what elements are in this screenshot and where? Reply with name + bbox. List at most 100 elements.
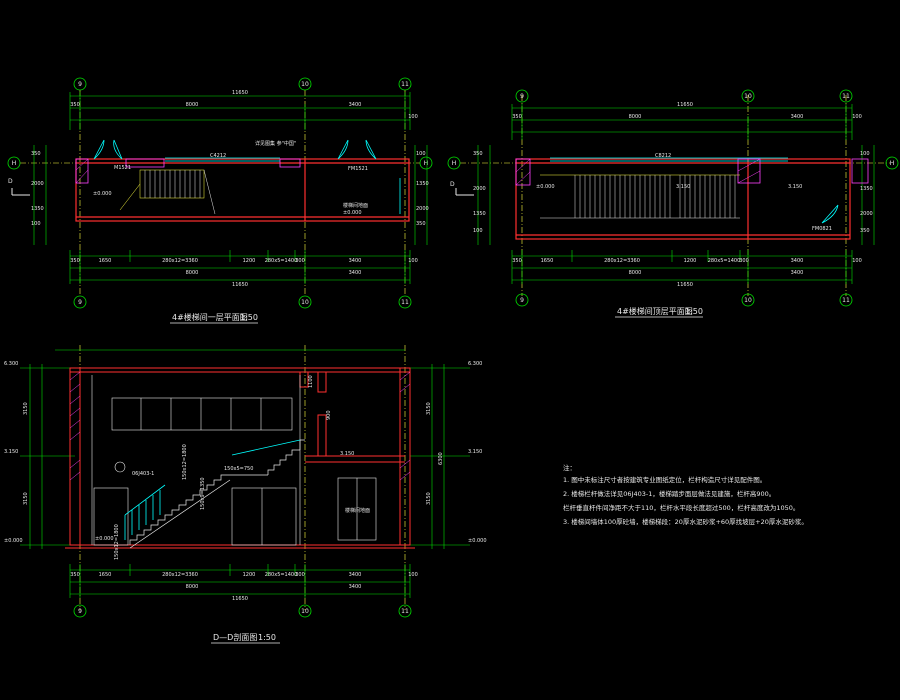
plan-ground-floor: 9 10 11 9 10 11 H H xyxy=(7,77,433,324)
plan2-section-cut xyxy=(455,188,474,196)
plan2-door xyxy=(821,204,839,224)
section-right-elev-1: 6.300 xyxy=(468,361,482,367)
plan2-bottom-detail-1: 350 xyxy=(512,258,522,264)
axis-bubble-11-bottom xyxy=(398,295,412,309)
plan2-window-label: C8212 xyxy=(655,153,671,159)
section-stair-profile xyxy=(129,439,305,549)
plan2-elev-3: 3.150 xyxy=(788,184,802,190)
plan2-top-sub-2: 3400 xyxy=(791,114,804,120)
section-hatch xyxy=(69,371,411,481)
section-dimension-lines xyxy=(20,349,470,598)
plan1-bottom-total: 11650 xyxy=(232,282,248,288)
section-bottom-sub-2: 3400 xyxy=(349,584,362,590)
plan1-left-dim-3: 1350 xyxy=(31,206,44,212)
plan1-window-glass xyxy=(165,157,401,214)
plan2-axis-label-11-bottom: 11 xyxy=(842,297,850,304)
plan2-axis-lines xyxy=(460,95,890,296)
axis-label-h-right: H xyxy=(424,160,429,167)
plan1-dimension-lines xyxy=(33,92,428,284)
plan1-bottom-detail-5: 280x5=1400 xyxy=(265,258,298,264)
plan2-left-dim-3: 1350 xyxy=(473,211,486,217)
section-right-elev-2: 3.150 xyxy=(468,449,482,455)
section-title: D—D剖面图 xyxy=(213,632,257,642)
plan2-bottom-detail-6: 300 xyxy=(739,258,749,264)
notes-line-4: 3. 楼梯间墙体100厚砼墙，楼梯梯段：20厚水泥砂浆+60厚找坡层+20厚水泥… xyxy=(563,517,808,526)
section-bottom-total: 11650 xyxy=(232,596,248,602)
axis-bubble-h-left xyxy=(7,156,21,170)
plan1-left-dim-2: 2000 xyxy=(31,181,44,187)
plan1-section-cut xyxy=(11,188,30,196)
section-step-3: 150x5=750 xyxy=(224,466,253,472)
plan1-note-callout: 详见图集 参"中国" xyxy=(255,140,296,147)
plan2-scale: 1:50 xyxy=(685,307,703,316)
plan2-right-dim-4: 350 xyxy=(860,228,870,234)
plan2-bottom-detail-8: 100 xyxy=(852,258,862,264)
section-room: 楼梯间地面 xyxy=(345,507,370,514)
section-left-elev-1: 6.300 xyxy=(4,361,18,367)
plan1-bottom-detail-4: 1200 xyxy=(243,258,256,264)
plan1-room: 楼梯间地面 xyxy=(343,202,368,209)
section-upper-window xyxy=(91,375,301,545)
section-bottom-detail-1: 350 xyxy=(70,572,80,578)
axis-bubble-9 xyxy=(73,77,87,91)
section-bottom-detail-4: 1200 xyxy=(243,572,256,578)
section-step-2: 150x9=1350 xyxy=(200,477,206,510)
notes-line-2: 2. 楼梯栏杆做法详见06J403-1，楼梯踏步面层做法见建施，栏杆高900。 xyxy=(563,489,775,498)
plan1-right-dim-4: 350 xyxy=(416,221,426,227)
plan1-section-mark: D xyxy=(8,178,13,185)
axis-label-9: 9 xyxy=(78,81,82,88)
section-bottom-detail-3: 280x12=3360 xyxy=(162,572,198,578)
plan2-axis-label-h-right: H xyxy=(890,160,895,167)
plan1-bottom-detail-6: 300 xyxy=(295,258,305,264)
section-left-dim-2: 3150 xyxy=(23,492,29,505)
plan2-left-dim-2: 2000 xyxy=(473,186,486,192)
section-right-dim-2: 6300 xyxy=(438,452,444,465)
plan2-top-detail-2: 100 xyxy=(852,114,862,120)
plan2-left-dim-4: 100 xyxy=(473,228,483,234)
section-bottom-detail-2: 1650 xyxy=(99,572,112,578)
plan2-title: 4#楼梯间顶层平面图 xyxy=(617,306,693,316)
section-right-dim-1: 3150 xyxy=(426,402,432,415)
section-left-dim-1: 3150 xyxy=(23,402,29,415)
axis-label-10-bottom: 10 xyxy=(301,299,309,306)
plan2-left-dim-1: 350 xyxy=(473,151,483,157)
axis-bubble-10-bottom xyxy=(298,295,312,309)
section-axis-label-11: 11 xyxy=(401,608,409,615)
section-bottom-detail-8: 100 xyxy=(408,572,418,578)
section-rail-ref: 06J403-1 xyxy=(132,471,154,477)
notes-heading: 注： xyxy=(563,463,576,472)
plan1-right-dim-3: 2000 xyxy=(416,206,429,212)
plan2-top-sub-1: 8000 xyxy=(629,114,642,120)
section-step-1: 150x12=1800 xyxy=(182,444,188,480)
axis-bubble-9-bottom xyxy=(73,295,87,309)
plan1-bottom-sub-1: 8000 xyxy=(186,270,199,276)
plan1-right-dim-2: 1350 xyxy=(416,181,429,187)
section-left-elev-3: ±0.000 xyxy=(4,538,23,544)
section-step-4: 150x12=1800 xyxy=(114,524,120,560)
section-dim-1100: 1100 xyxy=(308,375,314,388)
section-detail-bubble xyxy=(114,461,126,473)
section-d-d: 06J403-1 3.150 150x12=1800 150x9=1350 15… xyxy=(4,345,487,644)
plan1-top-sub-2: 3400 xyxy=(349,102,362,108)
section-axis-label-10: 10 xyxy=(301,608,309,615)
plan2-bottom-detail-3: 280x12=3360 xyxy=(604,258,640,264)
plan2-window-glass xyxy=(550,157,788,162)
section-scale: 1:50 xyxy=(258,633,276,642)
axis-label-10: 10 xyxy=(301,81,309,88)
section-left-elev-2: 3.150 xyxy=(4,449,18,455)
notes-line-3: 栏杆垂直杆件间净距不大于110，栏杆水平段长度超过500，栏杆高度改为1050。 xyxy=(563,503,799,512)
plan1-elev: ±0.000 xyxy=(93,191,112,197)
axis-label-11: 11 xyxy=(401,81,409,88)
plan2-bottom-total: 11650 xyxy=(677,282,693,288)
plan1-left-dim-1: 350 xyxy=(31,151,41,157)
axis-bubble-h-right xyxy=(419,156,433,170)
plan2-elev-1: ±0.000 xyxy=(536,184,555,190)
plan1-top-detail-2: 100 xyxy=(408,114,418,120)
section-bottom-sub-1: 8000 xyxy=(186,584,199,590)
plan2-top-detail-1: 350 xyxy=(512,114,522,120)
plan1-bottom-detail-8: 100 xyxy=(408,258,418,264)
section-axis-label-9: 9 xyxy=(78,608,82,615)
section-right-dim-3: 3150 xyxy=(426,492,432,505)
plan2-right-dim-3: 2000 xyxy=(860,211,873,217)
